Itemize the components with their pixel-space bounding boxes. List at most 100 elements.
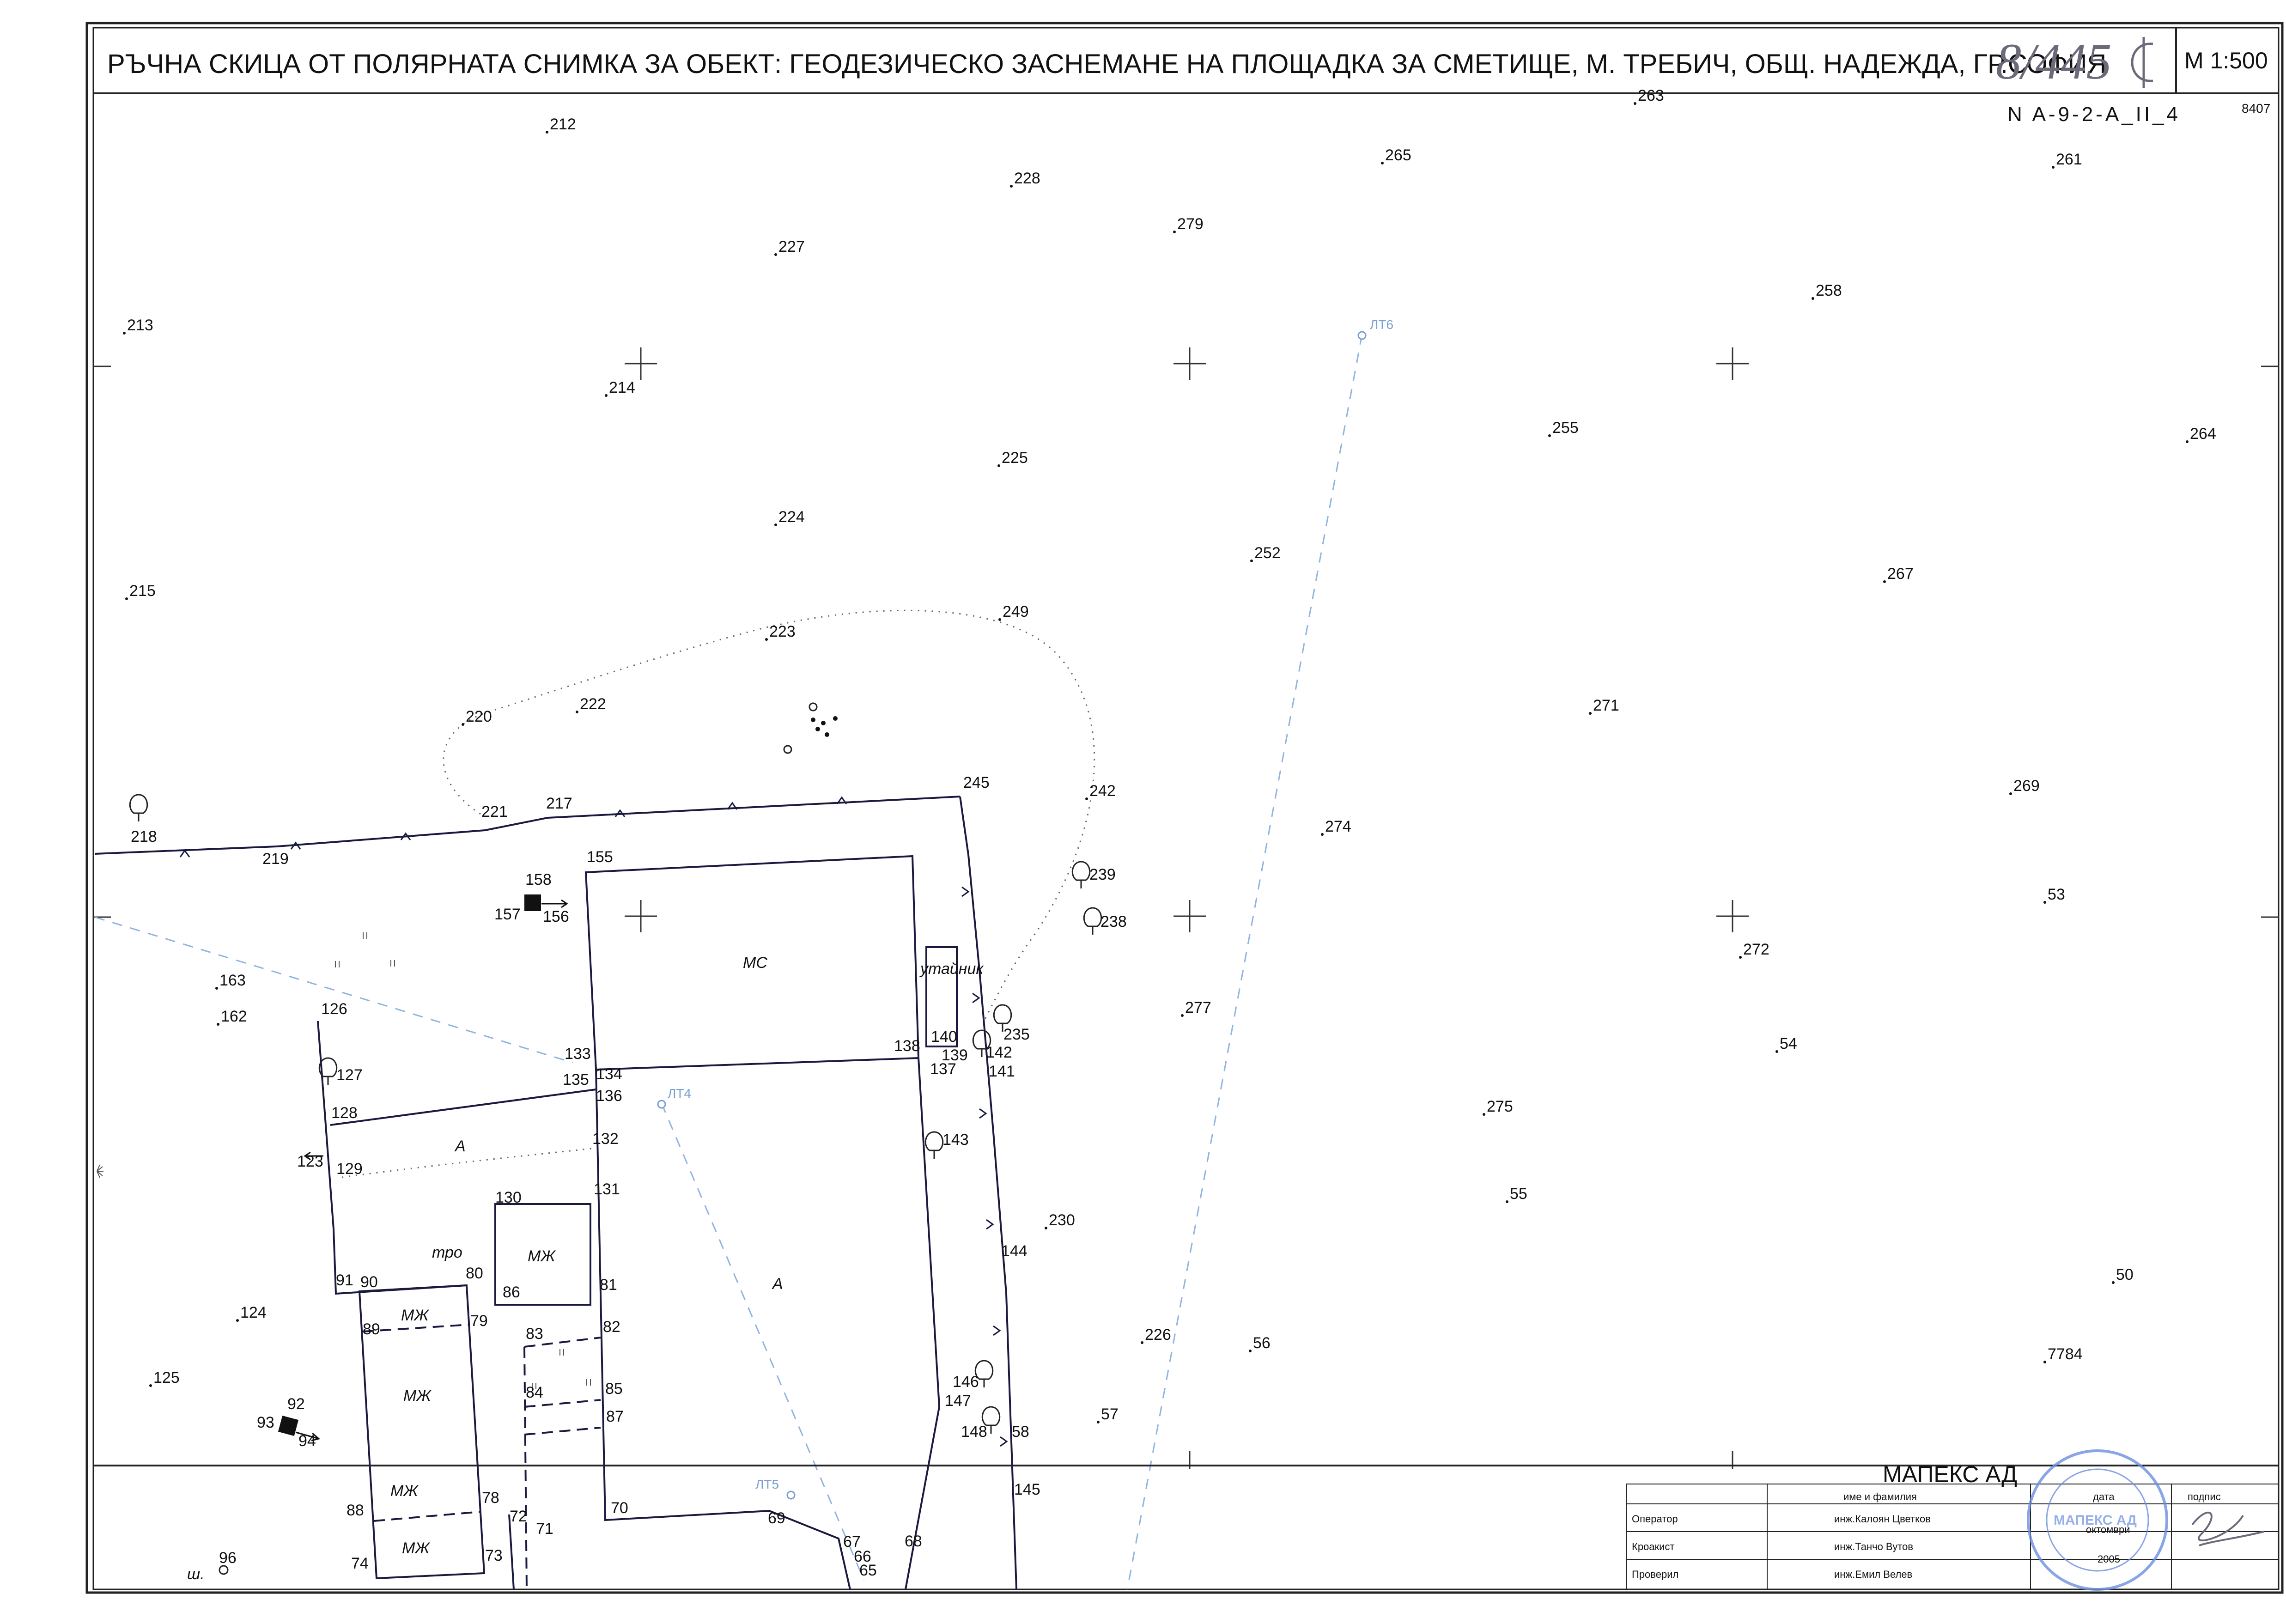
survey-point-label: 141 [989,1063,1015,1080]
survey-point-dot [217,1023,219,1026]
survey-point-label: 133 [565,1045,591,1063]
survey-point-label: 245 [963,774,990,791]
arrow-icon [295,1431,321,1442]
tree-icon [981,1406,1001,1434]
survey-point-label: 162 [221,1008,247,1025]
column-header-signature: подпис [2188,1491,2221,1502]
survey-point-dot [2043,901,2046,904]
survey-point-label: 81 [600,1276,617,1294]
area-labels: МС утайник А А тро МЖ МЖ МЖ МЖ МЖ ш. [187,954,984,1583]
tree-symbols [129,702,1102,1575]
map-scale: M 1:500 [2184,48,2268,73]
survey-point-label: 215 [129,582,156,600]
survey-point-dot [1548,434,1551,437]
sheet-number: N A-9-2-A_II_4 [2007,103,2181,126]
role-label: Оператор [1632,1513,1678,1525]
person-name: инж.Танчо Вутов [1834,1541,1913,1552]
tree-icon [129,794,148,821]
survey-point-label: 264 [2190,425,2216,443]
grid-crosses [93,347,2279,1469]
arrow-icon [541,899,568,908]
date-year: 2005 [2098,1553,2120,1565]
building-label: МЖ [403,1387,432,1405]
survey-point-label: 128 [331,1104,358,1122]
survey-point-label: 274 [1325,818,1351,835]
survey-point-label: 87 [606,1408,624,1425]
survey-point-label: 50 [2116,1266,2134,1283]
sheet-title: РЪЧНА СКИЦА ОТ ПОЛЯРНАТА СНИМКА ЗА ОБЕКТ… [107,49,2106,79]
inner-frame [92,27,2280,1590]
survey-point-label: 88 [347,1502,364,1519]
control-point-label: ЛТ4 [668,1086,691,1101]
survey-point-label: 68 [905,1533,922,1550]
tree-icon [972,1029,991,1057]
survey-point-label: 213 [127,316,153,334]
survey-point-dot [774,253,777,256]
survey-point-dot [1173,231,1176,233]
column-header-date: дата [2093,1491,2115,1502]
survey-point-dot [2112,1281,2115,1284]
survey-point-label: 127 [336,1066,363,1084]
survey-point-dot [1085,797,1088,800]
survey-point-dot [2009,792,2012,795]
survey-point-label: 143 [942,1131,969,1149]
survey-point-dot [1589,712,1592,715]
survey-point-label: 70 [611,1499,628,1517]
survey-point-label: 91 [336,1271,353,1289]
survey-point-label: 82 [603,1318,620,1336]
survey-point-dot [123,332,126,335]
survey-point-label: 220 [466,708,492,725]
survey-point-dot [462,723,464,726]
tree-icon [1071,861,1091,888]
survey-point-label: 221 [481,803,508,821]
survey-point-label: 144 [1001,1242,1027,1260]
survey-point-label: 158 [525,871,552,888]
tree-icon [993,1004,1012,1032]
building-label: утайник [919,960,984,978]
tree-icon [1083,907,1102,935]
survey-point-label: 265 [1385,146,1411,164]
survey-point-label: 235 [1003,1026,1030,1043]
dotted-boundaries [341,609,1095,1178]
survey-point-label: 145 [1014,1481,1040,1498]
survey-point-label: 54 [1780,1035,1797,1052]
survey-point-label: 72 [510,1508,527,1525]
survey-point-dot [2052,166,2055,169]
survey-point-label: 228 [1014,170,1040,187]
survey-point-dot [1506,1200,1508,1203]
control-point-label: ЛТ6 [1370,317,1393,332]
pit-symbol [811,716,838,737]
survey-point-label: 271 [1593,697,1619,714]
survey-point-label: 79 [470,1312,488,1330]
company-name: МАПЕКС АД [1883,1461,2017,1487]
survey-point-dot [1634,102,1636,105]
building-label: МЖ [402,1539,430,1557]
spring-icon [809,702,818,712]
control-point-icon [1357,331,1367,340]
survey-point-label: 56 [1253,1334,1271,1352]
survey-point-label: 94 [298,1432,316,1450]
survey-linework [94,796,1017,1590]
sun-mark-icon [97,1164,103,1178]
survey-point-label: 83 [526,1325,543,1343]
survey-point-dot [1045,1227,1047,1229]
survey-point-label: 230 [1049,1211,1075,1229]
column-header-name: име и фамилия [1843,1491,1917,1502]
well-markers [278,894,568,1442]
outer-frame [85,22,2284,1594]
person-name: инж.Емил Велев [1834,1569,1912,1580]
survey-point-label: 58 [1012,1423,1029,1441]
survey-point-label: 136 [596,1087,622,1105]
survey-point-label: 252 [1254,544,1281,562]
survey-point-label: 227 [778,238,805,255]
survey-point-label: 124 [240,1304,267,1321]
survey-point-label: 163 [219,972,246,989]
survey-point-label: 279 [1177,215,1204,233]
survey-point-label: 155 [587,848,613,866]
survey-point-label: 135 [563,1071,589,1089]
survey-point-label: 89 [363,1320,380,1338]
survey-point-label: 219 [262,850,289,868]
title-block: МАПЕКС АД име и фамилия дата подпис Опер… [93,1449,2279,1591]
survey-points: 2122132142152272282792652632612582642552… [123,87,2216,1579]
square-marker-icon [278,1415,299,1436]
